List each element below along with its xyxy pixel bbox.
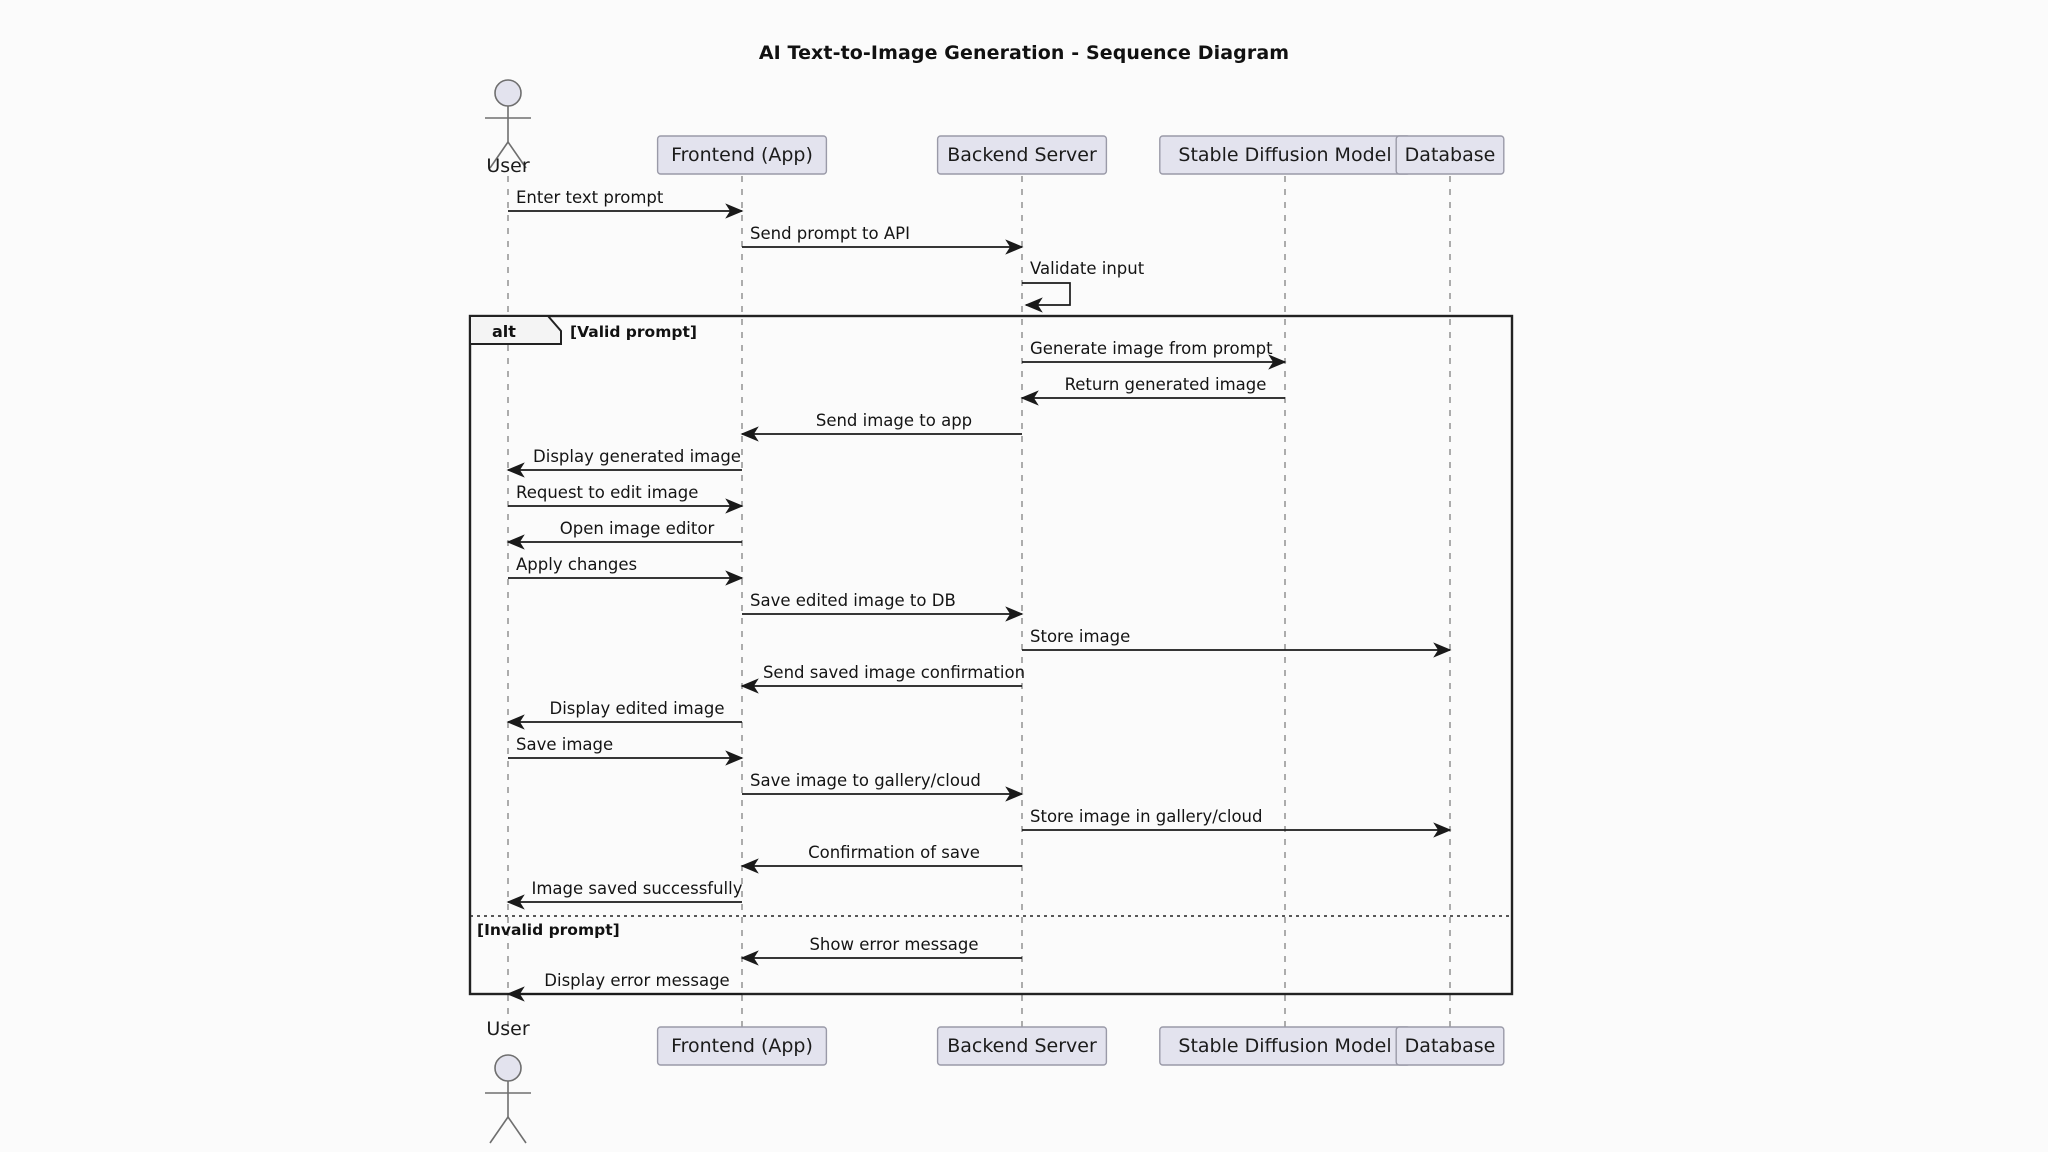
actor-label-bottom-user: User bbox=[486, 1018, 530, 1040]
participant-box-database[interactable] bbox=[1395, 135, 1505, 175]
message-label-10: Apply changes bbox=[516, 555, 638, 574]
message-label-20: Show error message bbox=[809, 935, 979, 954]
actor-label-top-user: User bbox=[486, 155, 530, 177]
message-label-4: Generate image from prompt bbox=[1030, 339, 1273, 358]
participant-box-model[interactable] bbox=[1159, 135, 1411, 175]
message-label-16: Save image to gallery/cloud bbox=[750, 771, 981, 790]
message-self-arrow-3[interactable] bbox=[1022, 282, 1071, 313]
message-label-15: Save image bbox=[516, 735, 614, 754]
alt-fragment-frame bbox=[468, 314, 1514, 996]
actor-leg-right bbox=[507, 1116, 527, 1144]
message-label-3: Validate input bbox=[1030, 259, 1145, 278]
message-label-7: Display generated image bbox=[533, 447, 741, 466]
lifelines-group bbox=[507, 176, 1451, 1027]
message-label-8: Request to edit image bbox=[516, 483, 699, 502]
participant-box-frontend[interactable] bbox=[656, 1026, 828, 1066]
message-label-21: Display error message bbox=[544, 971, 730, 990]
message-label-5: Return generated image bbox=[1064, 375, 1267, 394]
alt-fragment-kind-label: alt bbox=[492, 322, 516, 341]
message-label-17: Store image in gallery/cloud bbox=[1030, 807, 1263, 826]
participant-box-frontend[interactable] bbox=[656, 135, 828, 175]
message-label-6: Send image to app bbox=[815, 411, 973, 430]
message-label-2: Send prompt to API bbox=[750, 224, 910, 243]
alt-fragment-group bbox=[468, 314, 1514, 996]
actor-figure-user bbox=[485, 79, 531, 169]
alt-fragment-tab bbox=[469, 315, 562, 345]
participant-box-model[interactable] bbox=[1159, 1026, 1411, 1066]
message-label-1: Enter text prompt bbox=[516, 188, 664, 207]
message-label-12: Store image bbox=[1030, 627, 1131, 646]
message-label-11: Save edited image to DB bbox=[750, 591, 956, 610]
actor-leg-left bbox=[489, 1116, 509, 1144]
message-label-18: Confirmation of save bbox=[808, 843, 980, 862]
participant-box-backend[interactable] bbox=[936, 135, 1108, 175]
actor-leg-left bbox=[489, 141, 509, 169]
messages-group bbox=[506, 203, 1452, 1002]
message-label-9: Open image editor bbox=[559, 519, 715, 538]
alt-fragment-guard-else: [Invalid prompt] bbox=[477, 921, 620, 939]
participant-box-backend[interactable] bbox=[936, 1026, 1108, 1066]
participant-boxes-group bbox=[656, 135, 1505, 1066]
actor-head bbox=[494, 1054, 522, 1082]
page-title: AI Text-to-Image Generation - Sequence D… bbox=[758, 42, 1290, 64]
message-label-19: Image saved successfully bbox=[531, 879, 743, 898]
actor-leg-right bbox=[507, 141, 527, 169]
message-label-13: Send saved image confirmation bbox=[762, 663, 1026, 682]
participant-box-database[interactable] bbox=[1395, 1026, 1505, 1066]
message-3[interactable] bbox=[1022, 282, 1071, 313]
alt-fragment-guard-primary: [Valid prompt] bbox=[570, 323, 697, 341]
actor-head bbox=[494, 79, 522, 107]
actor-figure-user bbox=[485, 1054, 531, 1144]
actor-figures-group bbox=[485, 79, 531, 1144]
message-label-14: Display edited image bbox=[549, 699, 725, 718]
